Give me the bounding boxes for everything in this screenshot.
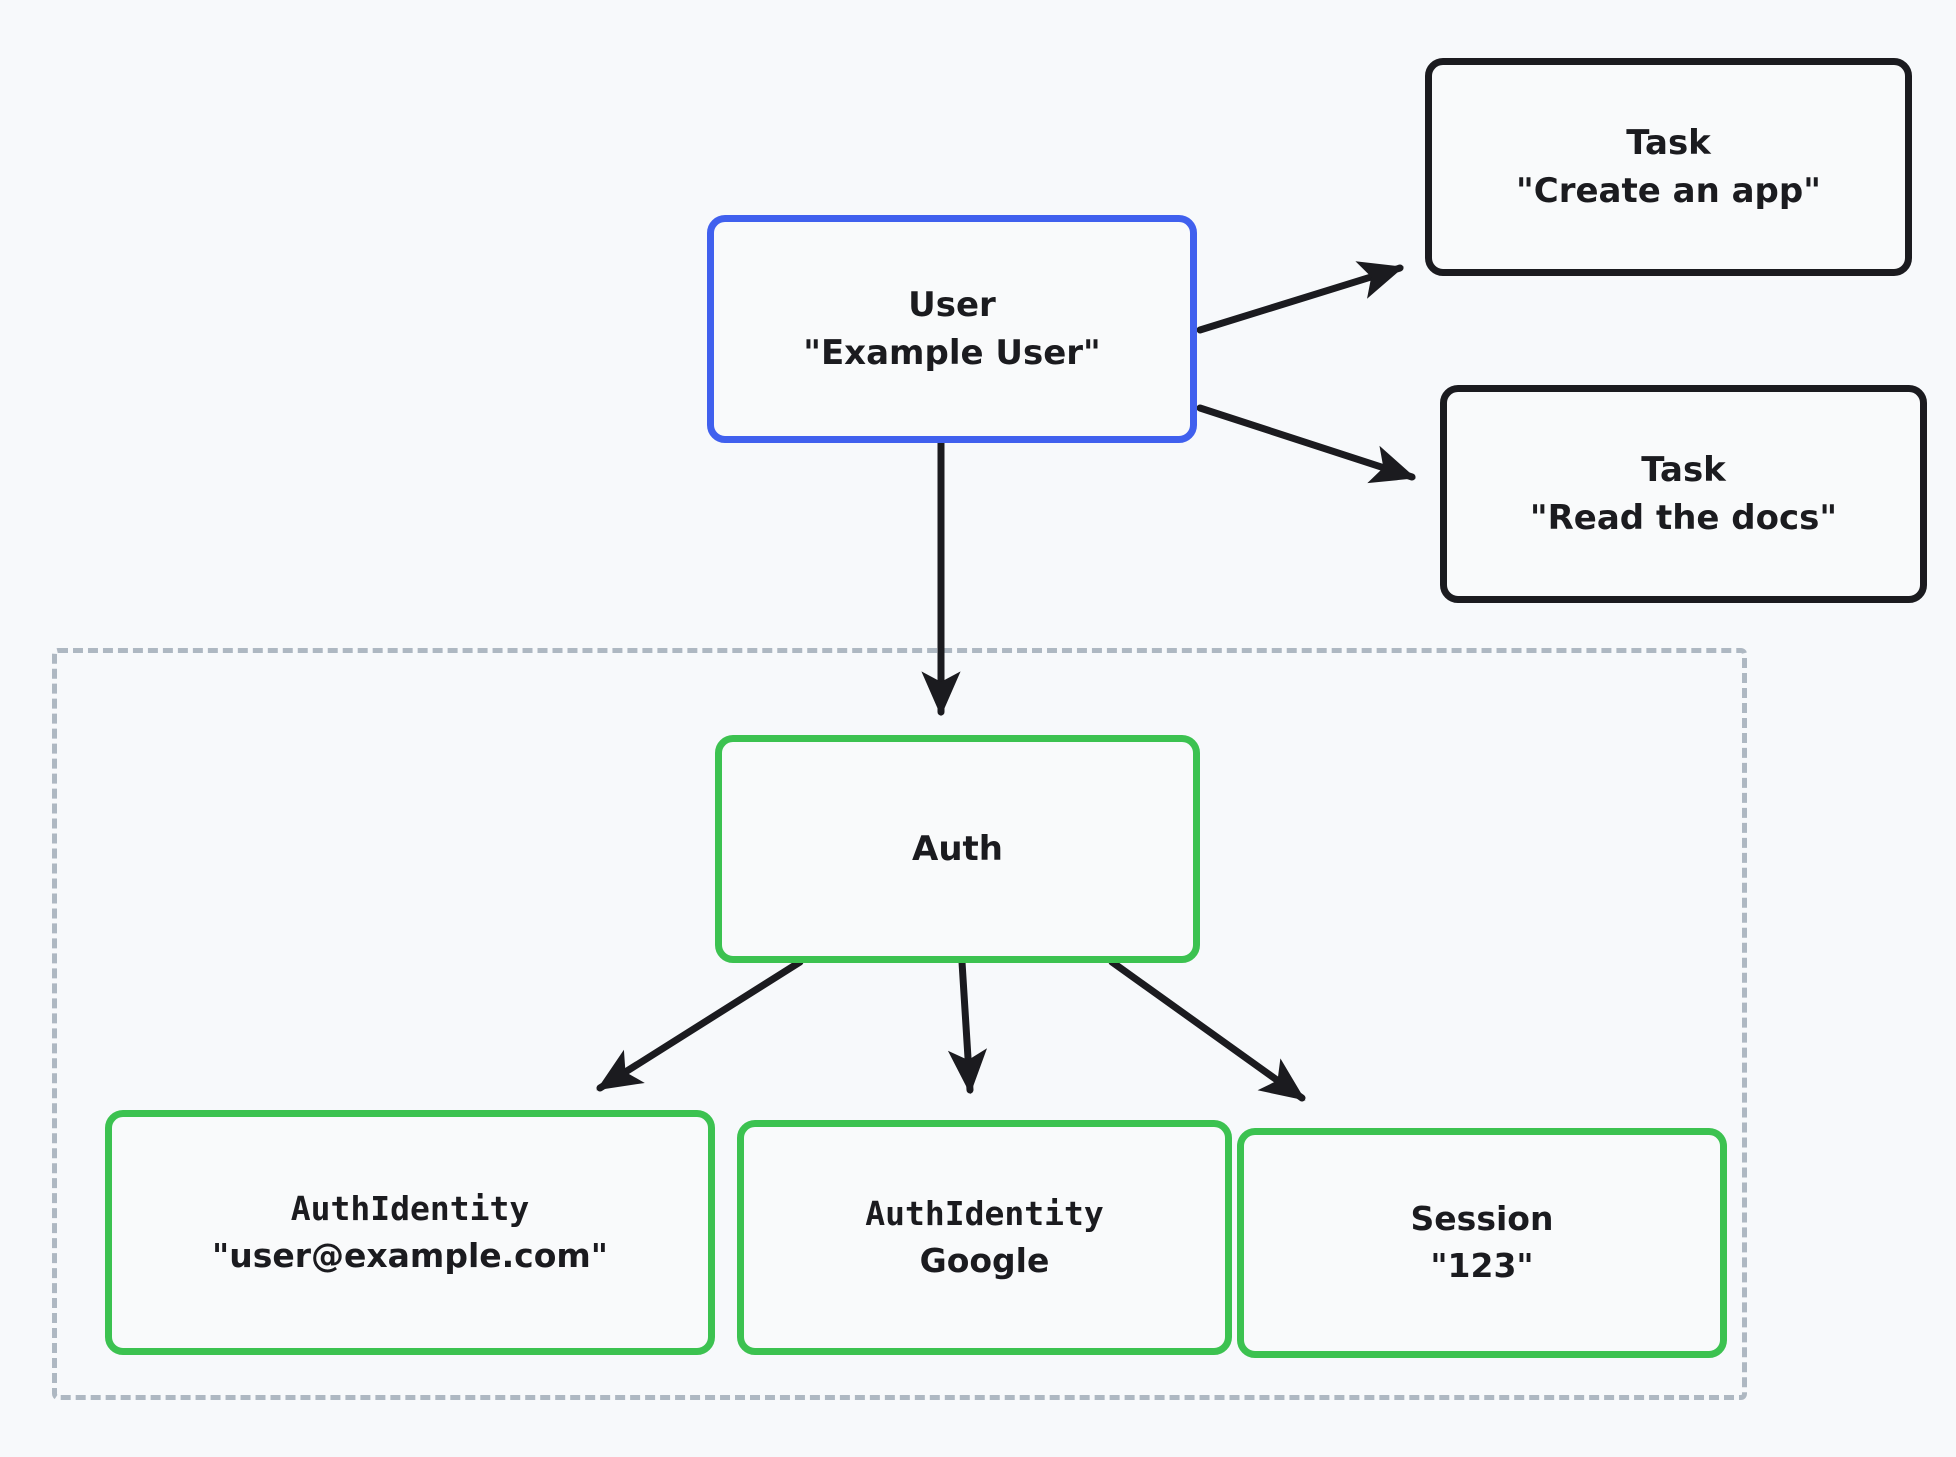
auth-group-container [52,648,1747,1400]
node-user-value-label: "Example User" [803,333,1101,373]
node-session-value-label: "123" [1430,1246,1534,1285]
node-auth-type-label: Auth [912,828,1003,869]
node-task-read-docs[interactable]: Task "Read the docs" [1440,385,1927,603]
edge-user-to-task-create-app [1196,261,1405,334]
node-task-create-app[interactable]: Task "Create an app" [1425,58,1912,276]
node-user[interactable]: User "Example User" [707,215,1197,443]
node-auth-identity-email-value-label: "user@example.com" [212,1235,608,1275]
node-auth-identity-google[interactable]: AuthIdentity Google [737,1120,1232,1355]
node-auth-identity-google-type-label: AuthIdentity [865,1193,1104,1233]
node-session-type-label: Session [1410,1199,1554,1239]
node-auth-identity-google-value-label: Google [919,1240,1050,1280]
edge-user-to-task-read-docs [1196,404,1416,484]
node-task-create-app-value-label: "Create an app" [1516,171,1821,211]
node-task-read-docs-value-label: "Read the docs" [1529,498,1838,538]
node-task-create-app-type-label: Task [1626,122,1711,163]
node-session[interactable]: Session "123" [1237,1128,1727,1358]
node-task-read-docs-type-label: Task [1641,449,1726,490]
node-user-type-label: User [908,284,996,325]
node-auth-identity-email[interactable]: AuthIdentity "user@example.com" [105,1110,715,1355]
node-auth[interactable]: Auth [715,735,1200,963]
node-auth-identity-email-type-label: AuthIdentity [290,1188,530,1228]
